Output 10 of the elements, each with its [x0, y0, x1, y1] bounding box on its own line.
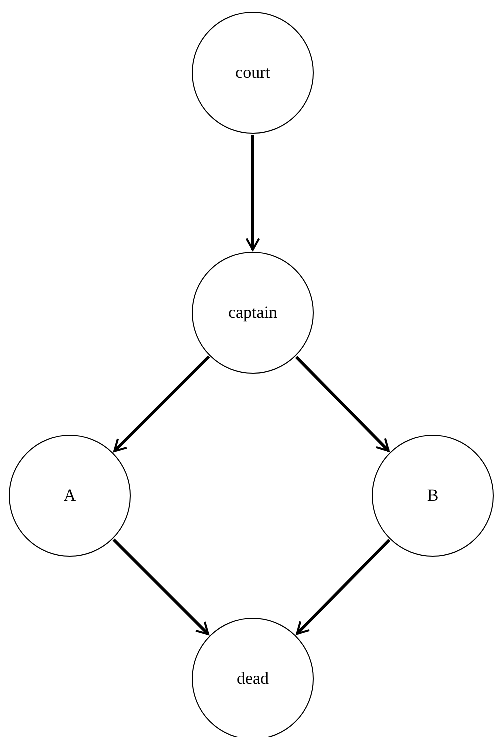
- arrow: [295, 356, 390, 452]
- node-label: court: [236, 63, 270, 83]
- arrow: [296, 539, 391, 636]
- node-label: dead: [236, 669, 270, 689]
- node-label: captain: [228, 303, 278, 323]
- arrow: [112, 538, 210, 636]
- node-label: A: [64, 486, 76, 506]
- arrow: [246, 135, 260, 251]
- node-label: B: [427, 486, 439, 506]
- arrow: [113, 356, 210, 453]
